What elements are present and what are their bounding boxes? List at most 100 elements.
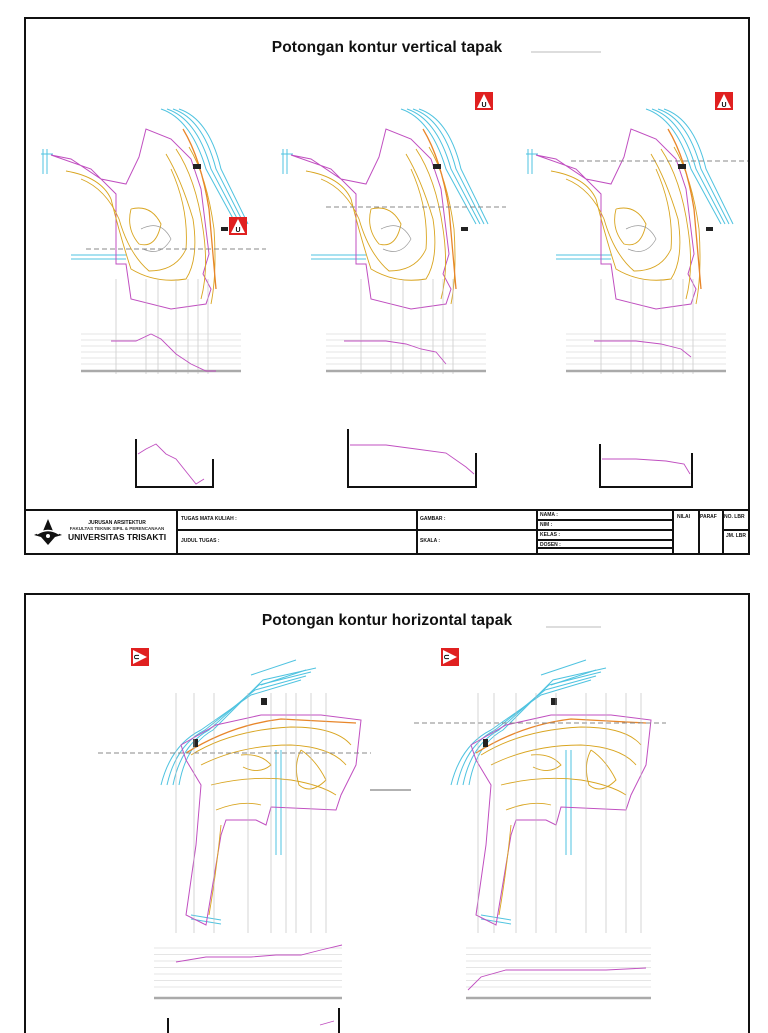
contour-line (500, 777, 627, 796)
road-line (172, 671, 312, 786)
road-line (166, 675, 307, 786)
road-line (657, 108, 730, 225)
road-line (178, 108, 249, 225)
contour-line (586, 749, 617, 790)
contour-line (530, 754, 562, 771)
road-line (645, 108, 722, 225)
vertical-sections-drawing: U U U (41, 51, 748, 488)
section-profile (111, 333, 216, 372)
section-box (135, 439, 214, 488)
road-line (281, 149, 293, 174)
contour-line (305, 153, 436, 281)
svg-text:U: U (721, 102, 726, 109)
north-arrow-icon: U (715, 92, 733, 110)
contour-line (505, 802, 552, 811)
section-profile (175, 944, 343, 963)
svg-text:U: U (132, 654, 139, 659)
contour-line (369, 207, 402, 246)
road-line (406, 108, 481, 225)
north-arrow-icon: U (441, 648, 459, 666)
north-arrow-icon: U (475, 92, 493, 110)
university-name: UNIVERSITAS TRISAKTI (68, 532, 167, 542)
road-line (250, 659, 307, 686)
north-arrow-icon: U (131, 648, 149, 666)
contour-line (625, 225, 657, 252)
section-profile (467, 967, 647, 991)
section-box (167, 1008, 340, 1033)
contour-line (129, 207, 162, 246)
contour-line (215, 802, 262, 811)
contour-line (614, 207, 647, 246)
building (461, 227, 468, 231)
building (678, 164, 686, 169)
section-box (599, 444, 693, 488)
site-boundary (50, 128, 212, 310)
contour-line (80, 168, 187, 272)
road-line (418, 108, 489, 225)
contour-line (660, 148, 692, 300)
road-line (565, 750, 572, 855)
section-profile (319, 1020, 335, 1026)
site-plan (450, 659, 652, 926)
road-line (160, 108, 237, 225)
road-line (540, 659, 597, 686)
sheet-no-label: NO. LBR (724, 514, 745, 520)
contour-line (210, 777, 337, 796)
contour-line (380, 225, 412, 252)
road-line (556, 254, 611, 260)
section-profile (602, 458, 691, 475)
contour-line (296, 749, 327, 790)
institution-text: JURUSAN ARSITEKTUR FAKULTAS TEKNIK SIPIL… (68, 520, 166, 542)
section-profile (137, 443, 205, 485)
drawing-label: GAMBAR : (420, 516, 446, 522)
contour-line (320, 168, 427, 272)
building (193, 164, 201, 169)
contour-line (200, 744, 347, 766)
site-boundary (470, 714, 652, 926)
road-line (71, 254, 126, 260)
contour-line (415, 148, 447, 300)
contour-line (190, 726, 352, 756)
building (483, 739, 488, 747)
road-line (456, 675, 597, 786)
road-line (651, 108, 726, 225)
building (193, 739, 198, 747)
site-plan (526, 108, 734, 310)
road-line (400, 108, 477, 225)
dept-name: JURUSAN ARSITEKTUR (88, 520, 146, 526)
road-line (450, 679, 592, 786)
faculty-name: FAKULTAS TEKNIK SIPIL & PERENCANAAN (69, 526, 165, 531)
course-label: TUGAS MATA KULIAH : (181, 516, 237, 522)
road-line (172, 108, 245, 225)
contour-line (498, 824, 512, 916)
svg-text:U: U (442, 654, 449, 659)
section-profile (344, 340, 447, 365)
road-line (178, 667, 317, 786)
nim-label: NIM : (540, 522, 553, 528)
road-line (160, 679, 302, 786)
svg-text:U: U (235, 227, 240, 234)
site-boundary (180, 714, 362, 926)
university-logo-icon (34, 519, 62, 545)
svg-text:U: U (481, 102, 486, 109)
title-block: JURUSAN ARSITEKTUR FAKULTAS TEKNIK SIPIL… (26, 509, 750, 553)
contour-line (208, 824, 222, 916)
section-profile (350, 444, 475, 475)
section-box (347, 429, 477, 488)
contour-line (188, 146, 216, 305)
section-profile (594, 340, 692, 358)
road-line (166, 108, 241, 225)
contour-line (140, 225, 172, 252)
contour-line (240, 754, 272, 771)
contour-line (673, 146, 701, 305)
road-line (462, 671, 602, 786)
road-line (526, 149, 538, 174)
site-plan (41, 108, 249, 310)
site-plan (160, 659, 362, 926)
scale-label: SKALA : (420, 538, 441, 544)
name-label: NAMA : (540, 512, 558, 518)
building (433, 164, 441, 169)
